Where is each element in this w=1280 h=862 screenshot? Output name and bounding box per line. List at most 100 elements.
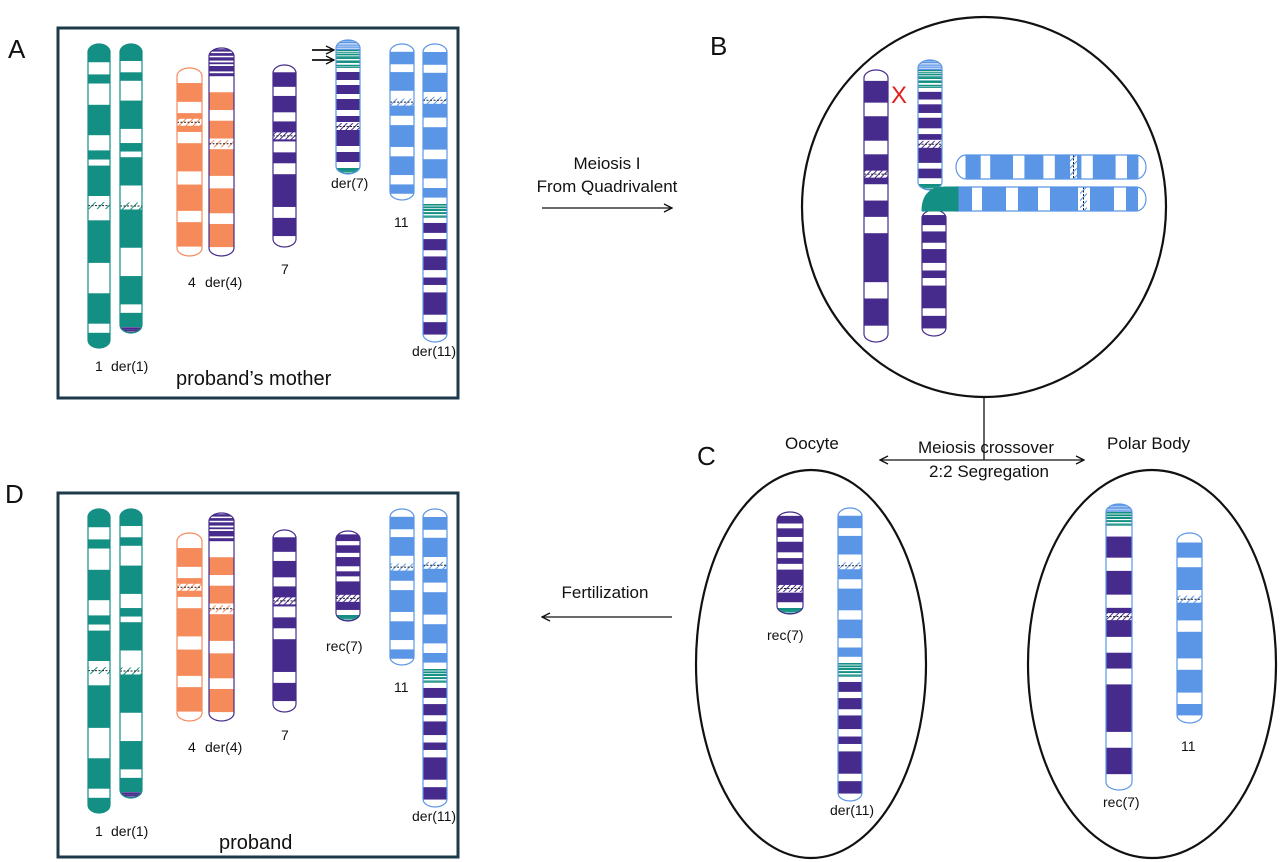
der7-a-band — [336, 99, 360, 110]
der4-d-band — [209, 522, 234, 526]
der7-b-band — [918, 69, 942, 70]
der1-d-band — [120, 792, 142, 794]
der7-b-band — [918, 80, 942, 83]
chr4-a-band — [177, 184, 202, 211]
chr11-b-band — [1054, 155, 1082, 179]
der4-a-band — [209, 188, 234, 214]
chr7-b-band — [864, 200, 888, 217]
der11-d-band — [423, 674, 447, 676]
rec7-d — [335, 530, 361, 622]
der4-d — [208, 512, 235, 722]
der7-a-band — [336, 41, 360, 43]
rec7-polar — [1105, 503, 1133, 791]
chr7-d-band — [273, 560, 296, 578]
der7-b-band — [918, 117, 942, 129]
chr11-a-band — [390, 51, 414, 65]
chr11-polar-band — [1177, 567, 1202, 590]
rec7-oocyte-band — [777, 528, 803, 537]
der7-b-band — [918, 184, 942, 186]
der11-oocyte-band — [838, 781, 862, 794]
der4-a-band — [209, 120, 234, 139]
der11-a-band — [423, 215, 447, 217]
rec7-d-band — [336, 617, 360, 619]
der11-b-arm-band — [982, 187, 1006, 211]
rec7-polar-band — [1106, 512, 1132, 513]
der7-a-band — [336, 51, 360, 53]
der4-d-band — [209, 514, 234, 517]
der1-a-band — [120, 329, 142, 331]
fertilization-label: Fertilization — [562, 583, 649, 602]
der1-d-band — [120, 795, 142, 797]
der11-oocyte-band — [838, 647, 862, 657]
der1-a-band — [120, 328, 142, 330]
chromosome-layer — [87, 39, 1203, 814]
der4-d-band — [209, 585, 234, 604]
panel-d-letter: D — [5, 479, 24, 509]
rec7-polar-band — [1106, 516, 1132, 518]
der11-a-band — [423, 72, 447, 92]
der7-a-band — [336, 169, 360, 171]
rec7-oocyte-band — [777, 608, 803, 610]
der7-a-band — [336, 170, 360, 172]
der4-d-band — [209, 538, 234, 542]
der11-d-band — [423, 566, 447, 583]
label-chr1-d: 1 — [95, 823, 103, 839]
rec7-oocyte-band — [777, 609, 803, 611]
der7-a-band — [336, 40, 360, 42]
der1-d-band — [120, 622, 142, 651]
rec7-d-band — [336, 557, 360, 567]
chr11-d-band — [390, 621, 414, 641]
rec7-oocyte-band — [777, 515, 803, 524]
der11-d — [422, 508, 448, 808]
label-chr7-d: 7 — [281, 727, 289, 743]
chr7-a-band — [273, 95, 296, 113]
chr11-d-band — [390, 649, 414, 659]
der7-b-band — [918, 71, 942, 73]
der7-a-band — [336, 47, 360, 49]
chr1-d-band — [88, 509, 110, 528]
der1-a — [119, 43, 143, 334]
chr7-b-band — [864, 298, 888, 326]
der4-d-band — [209, 688, 234, 713]
der11-oocyte-band — [838, 665, 862, 668]
rec7-polar-band — [1106, 525, 1132, 527]
der1-a-band — [120, 312, 142, 327]
rec7-d-band — [336, 571, 360, 577]
chr4-d — [176, 532, 203, 722]
chr11-polar-band — [1177, 704, 1202, 716]
rec7-polar-band — [1106, 536, 1132, 558]
der7-a-band — [336, 116, 360, 122]
der11-oocyte-band — [838, 715, 862, 730]
der7-a-band — [336, 53, 360, 56]
der7-b-band — [918, 184, 942, 185]
label-der11-a: der(11) — [412, 343, 456, 359]
der4-a-band — [209, 92, 234, 111]
label-chr11-polar: 11 — [1181, 738, 1196, 754]
panel-a-caption: proband’s mother — [176, 368, 332, 390]
der1-d-band — [120, 777, 142, 792]
chr1-d-band — [88, 569, 110, 601]
panel-a-letter: A — [8, 34, 26, 64]
der4-a-band — [209, 149, 234, 176]
der7-b-band — [918, 187, 942, 189]
chr7-b-band — [864, 80, 888, 103]
rec7-d-band — [336, 601, 360, 610]
label-der4-d: der(4) — [205, 739, 242, 755]
rec7-polar-band — [1106, 747, 1132, 775]
der11-d-band — [423, 677, 447, 680]
chr11-d — [389, 508, 415, 666]
der11-d-band — [423, 537, 447, 557]
der11-a-band — [423, 256, 447, 271]
der7-b-band — [918, 67, 942, 69]
der11-oocyte-band — [838, 698, 862, 710]
der7-a-band — [336, 85, 360, 94]
chr7-d-band — [273, 617, 296, 629]
der1-d-band — [120, 673, 142, 713]
der1-a-band — [120, 44, 142, 61]
der1-a-band — [120, 143, 142, 152]
der4-a-band — [209, 62, 234, 65]
chr7-b-band — [864, 154, 888, 185]
der11-d-band — [423, 517, 447, 530]
rec7-oocyte-band — [777, 541, 803, 553]
der1-d — [119, 508, 143, 799]
